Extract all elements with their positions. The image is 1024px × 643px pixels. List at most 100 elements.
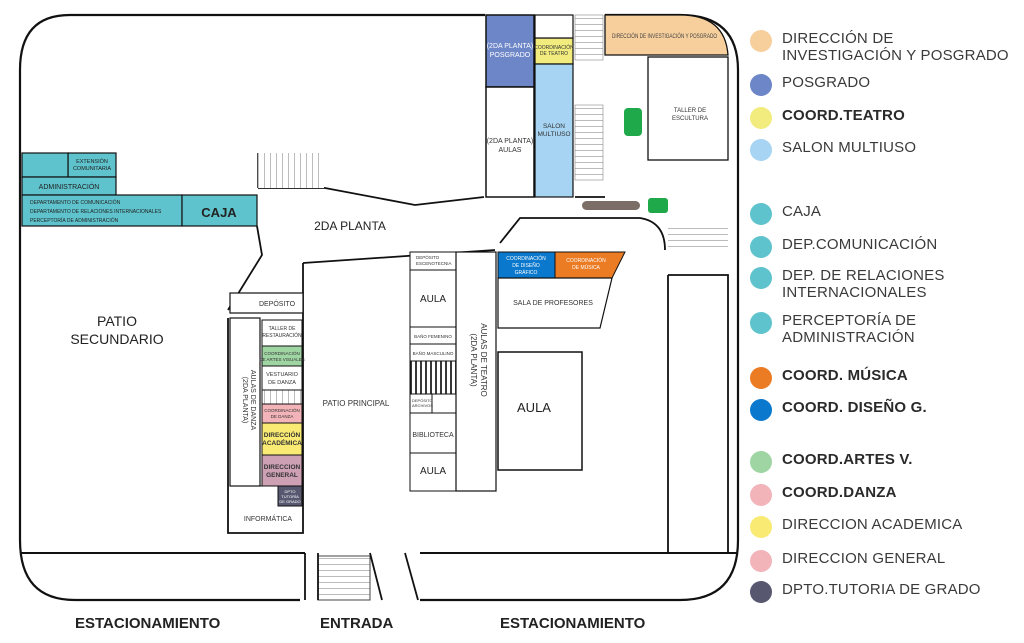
stairs-2da bbox=[258, 153, 324, 188]
extension-sublabel: COMUNITARIA bbox=[73, 166, 111, 172]
legend-label: SALON MULTIUSO bbox=[782, 139, 917, 156]
vestuario-room bbox=[261, 365, 303, 391]
coord-danza-sublabel: DE DANZA bbox=[271, 414, 294, 419]
legend-item: COORD. DISEÑO G. bbox=[750, 399, 927, 421]
tutoria-sublabel: TUTORÍA bbox=[281, 494, 299, 499]
coord-teatro-label: COORDINACIÓN bbox=[534, 44, 574, 51]
coord-artes-label: COORDINACIÓN bbox=[264, 350, 300, 356]
coord-diseno-sublabel: DE DISEÑO bbox=[512, 262, 540, 269]
coord-diseno-sublabel-2: GRÁFICO bbox=[515, 269, 538, 276]
legend-item: PERCEPTORÍA DE ADMINISTRACIÓN bbox=[750, 312, 952, 346]
legend-item: DEP. DE RELACIONES INTERNACIONALES bbox=[750, 267, 982, 301]
escultura-label: TALLER DE bbox=[674, 108, 706, 114]
salon-multiuso-room bbox=[534, 63, 574, 198]
legend-label: DIRECCION ACADEMICA bbox=[782, 516, 963, 533]
caja-label: CAJA bbox=[201, 205, 237, 220]
academica-label: DIRECCIÓN bbox=[264, 430, 301, 439]
investigacion-label: DIRECCIÓN DE INVESTIGACIÓN Y POSGRADO bbox=[612, 31, 717, 40]
stairs-right bbox=[668, 225, 728, 250]
posgrado-sub: POSGRADO bbox=[490, 52, 531, 59]
legend-item: DIRECCIÓN DE INVESTIGACIÓN Y POSGRADO bbox=[750, 30, 1012, 64]
legend-swatch-icon bbox=[750, 139, 772, 161]
legend-swatch-icon bbox=[750, 484, 772, 506]
restauracion-sublabel: RESTAURACIÓN bbox=[262, 332, 302, 339]
legend-label: COORD.DANZA bbox=[782, 484, 897, 501]
legend-item: DEP.COMUNICACIÓN bbox=[750, 236, 937, 258]
entrada-label: ENTRADA bbox=[320, 615, 394, 632]
sala-profesores-label: SALA DE PROFESORES bbox=[513, 300, 593, 307]
legend-label: DIRECCION GENERAL bbox=[782, 550, 946, 567]
escenotecnia-sublabel: ESCENOTECNIA bbox=[416, 261, 452, 266]
extension-label: EXTENSIÓN bbox=[76, 158, 108, 165]
legend-swatch-icon bbox=[750, 367, 772, 389]
legend-swatch-icon bbox=[750, 74, 772, 96]
stairs-mid bbox=[574, 104, 604, 181]
extension-room bbox=[67, 152, 117, 178]
legend-label: COORD.ARTES V. bbox=[782, 451, 913, 468]
direccion-academica-room bbox=[261, 422, 303, 456]
legend-label: COORD. DISEÑO G. bbox=[782, 399, 927, 416]
aula-room-2 bbox=[409, 452, 457, 492]
legend-item: COORD.TEATRO bbox=[750, 107, 905, 129]
aulas-2da-room bbox=[485, 86, 535, 198]
investigacion-room bbox=[604, 14, 729, 56]
green-marker-1 bbox=[624, 108, 642, 136]
coord-artes-room bbox=[261, 345, 303, 367]
coord-artes-sublabel: DE ARTES VISUALES bbox=[259, 357, 304, 362]
legend-swatch-icon bbox=[750, 267, 772, 289]
posgrado-room bbox=[485, 14, 535, 88]
coord-diseno-label: COORDINACIÓN bbox=[506, 255, 546, 262]
legend-swatch-icon bbox=[750, 516, 772, 538]
legend-item: SALON MULTIUSO bbox=[750, 139, 916, 161]
relaciones-label: DEPARTAMENTO DE RELACIONES INTERNACIONAL… bbox=[30, 209, 162, 215]
legend-swatch-icon bbox=[750, 312, 772, 334]
aulas-teatro-strip bbox=[455, 251, 497, 492]
aula-label-1: AULA bbox=[420, 294, 446, 305]
taller-escultura-room bbox=[647, 56, 729, 161]
legend-item: COORD.DANZA bbox=[750, 484, 897, 506]
informatica-label: INFORMÁTICA bbox=[244, 514, 293, 523]
aulas-2da-label: (2DA PLANTA) bbox=[487, 138, 534, 145]
vestuario-sublabel: DE DANZA bbox=[268, 380, 296, 386]
biblioteca-label: BIBLIOTECA bbox=[412, 432, 454, 439]
coord-musica-label: COORDINACIÓN bbox=[566, 257, 606, 264]
aula-label-3: AULA bbox=[517, 400, 551, 415]
deposito-room bbox=[229, 292, 304, 314]
tutoria-label: DPTO bbox=[284, 489, 295, 494]
archivos-sublabel: ARCHIVOS bbox=[412, 403, 433, 408]
stairs-danza bbox=[261, 389, 303, 405]
aulas-danza-strip bbox=[229, 317, 261, 487]
legend-label: DPTO.TUTORIA DE GRADO bbox=[782, 581, 981, 598]
green-marker-2 bbox=[648, 198, 668, 213]
legend-label: POSGRADO bbox=[782, 74, 871, 91]
restauracion-label: TALLER DE bbox=[269, 326, 297, 332]
aulas-2da-sublabel: AULAS bbox=[499, 147, 522, 154]
estacionamiento-left-label: ESTACIONAMIENTO bbox=[75, 615, 221, 632]
legend-label: DEP.COMUNICACIÓN bbox=[782, 236, 938, 253]
posgrado-title: (2DA PLANTA) bbox=[487, 43, 534, 50]
coord-diseno-room bbox=[497, 251, 556, 279]
aula-room-3 bbox=[497, 351, 583, 471]
legend-label: PERCEPTORÍA DE ADMINISTRACIÓN bbox=[782, 312, 917, 346]
bano-femenino-label: BAÑO FEMENINO bbox=[414, 333, 452, 339]
legend-swatch-icon bbox=[750, 399, 772, 421]
general-sublabel: GENERAL bbox=[266, 472, 298, 479]
aulas-teatro-sublabel: AULAS DE TEATRO bbox=[479, 323, 488, 397]
legend-item: DPTO.TUTORIA DE GRADO bbox=[750, 581, 981, 603]
legend-swatch-icon bbox=[750, 550, 772, 572]
legend-swatch-icon bbox=[750, 30, 772, 52]
aula-label-2: AULA bbox=[420, 466, 446, 477]
legend-label: DIRECCIÓN DE INVESTIGACIÓN Y POSGRADO bbox=[782, 30, 1009, 64]
legend-item: COORD.ARTES V. bbox=[750, 451, 913, 473]
sala-profesores-room bbox=[497, 277, 613, 329]
academica-sublabel: ACADÉMICA bbox=[262, 438, 302, 447]
legend-item: CAJA bbox=[750, 203, 821, 225]
dark-bench bbox=[582, 201, 640, 210]
patio-secundario-label: PATIO bbox=[97, 313, 137, 329]
estacionamiento-right-label: ESTACIONAMIENTO bbox=[500, 615, 646, 632]
entrance-stairs bbox=[317, 555, 371, 601]
administracion-label: ADMINISTRACIÓN bbox=[39, 182, 100, 191]
tutoria-room bbox=[277, 485, 303, 507]
legend-item: DIRECCION GENERAL bbox=[750, 550, 945, 572]
